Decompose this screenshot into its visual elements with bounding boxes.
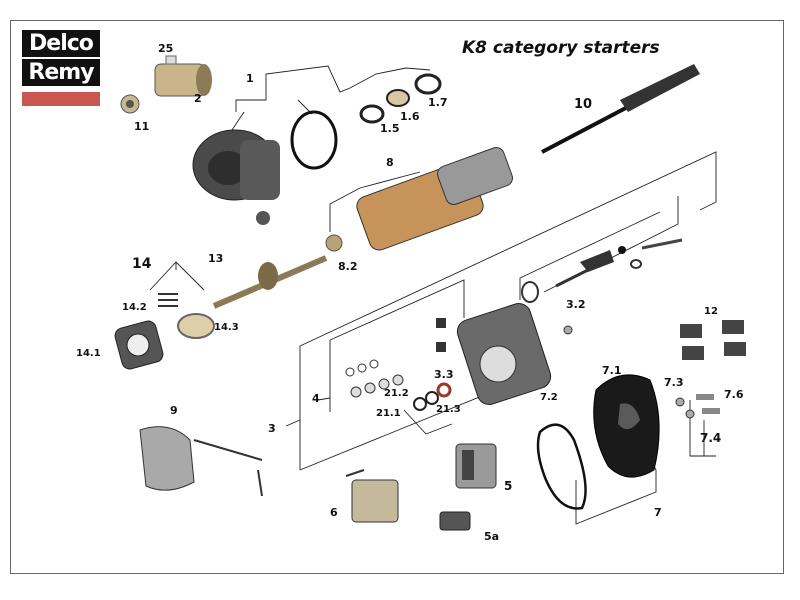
callout-11: 11 [134,120,149,133]
callout-7-3: 7.3 [664,376,684,389]
part-gasket-7-2 [536,423,587,510]
part-field-coil-9 [139,426,263,497]
callout-7-2: 7.2 [540,392,558,403]
part-5a [439,511,471,531]
part-pinion-sleeve [154,55,212,97]
callout-9: 9 [170,404,178,417]
callout-3-3: 3.3 [434,368,454,381]
callout-21-2: 21.2 [384,388,409,399]
callout-7: 7 [654,506,662,519]
callout-6: 6 [330,506,338,519]
part-screws-7-3-7-6 [675,394,720,419]
leader-lines [149,65,717,525]
part-brushes-12 [680,320,746,360]
part-small-hardware [521,238,683,335]
callout-14-3: 14.3 [214,322,239,333]
callout-25: 25 [158,42,173,55]
callout-12: 12 [704,306,718,317]
part-washers-1-5-1-7 [359,73,442,124]
callout-7-1: 7.1 [602,364,622,377]
part-seal-rings-21 [413,382,452,411]
delco-remy-logo: Delco Remy [22,30,100,108]
callout-1: 1 [246,72,254,85]
logo-word-remy: Remy [22,59,100,86]
callout-2: 2 [194,92,202,105]
callout-14-2: 14.2 [122,302,147,313]
part-solenoid-6 [345,469,399,523]
part-o-ring-1 [290,110,338,170]
part-drive-housing [192,129,280,225]
callout-5: 5 [504,479,512,493]
logo-red-bar [22,92,100,106]
part-armature [325,146,513,252]
callout-3: 3 [268,422,276,435]
callout-8: 8 [386,156,394,169]
callout-21-1: 21.1 [376,408,401,419]
part-cover-7-1 [593,374,660,478]
part-nut [120,94,140,114]
part-shaft-13 [212,255,328,309]
callout-3-2: 3.2 [566,298,586,311]
callout-10: 10 [574,97,592,112]
part-washer-set-4 [345,359,404,398]
callout-4: 4 [312,392,320,405]
callout-labels: 25 2 11 1 1.7 1.6 1.5 10 8 8.2 14 13 14.… [76,42,744,543]
callout-13: 13 [208,252,223,265]
callout-1-5: 1.5 [380,122,400,135]
callout-7-4: 7.4 [700,431,721,445]
callout-1-6: 1.6 [400,110,420,123]
callout-21-3: 21.3 [436,404,461,415]
callout-5a: 5a [484,530,499,543]
logo-word-delco: Delco [22,30,100,57]
part-14-group [114,293,215,370]
callout-7-6: 7.6 [724,388,744,401]
callout-8-2: 8.2 [338,260,358,273]
page-title: K8 category starters [462,38,660,58]
callout-14: 14 [132,256,152,272]
callout-14-1: 14.1 [76,348,101,359]
part-5 [455,443,497,489]
part-shaft-10 [541,64,700,154]
callout-1-7: 1.7 [428,96,448,109]
diagram-frame [10,20,784,574]
part-brush-holder [436,303,552,405]
